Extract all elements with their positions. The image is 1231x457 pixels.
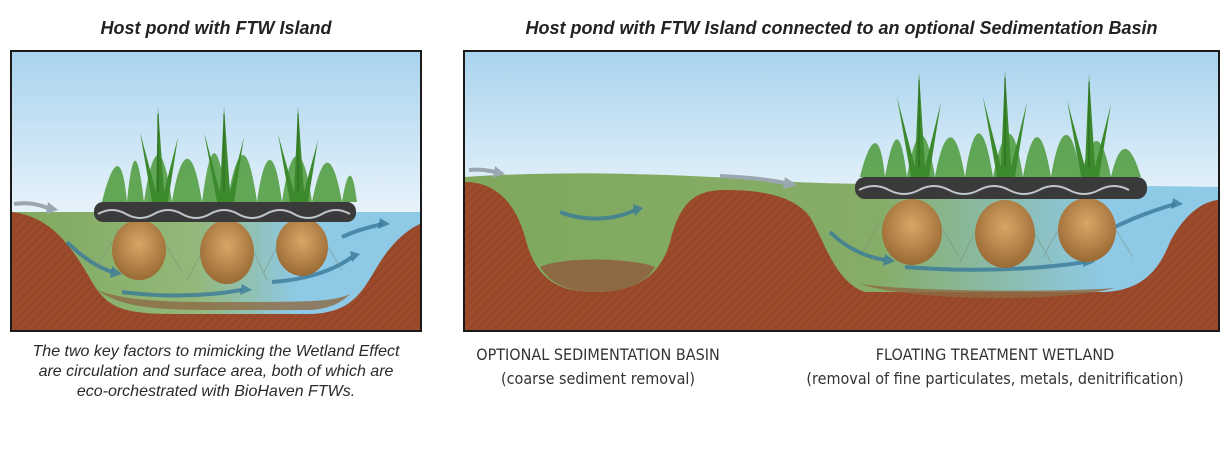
- caption-line: are circulation and surface area, both o…: [38, 363, 394, 380]
- caption-line: The two key factors to mimicking the Wet…: [32, 343, 400, 360]
- right-pond-illustration: [463, 50, 1220, 332]
- caption-line: eco-orchestrated with BioHaven FTWs.: [76, 383, 356, 400]
- wetland-title: FLOATING TREATMENT WETLAND: [875, 345, 1115, 364]
- root-mass: [862, 198, 1134, 268]
- left-pond-illustration: [10, 50, 422, 332]
- soil-bank: [465, 182, 1218, 330]
- left-panel-caption: The two key factors to mimicking the Wet…: [10, 342, 422, 402]
- soil-bank: [12, 212, 420, 330]
- root-mass: [96, 218, 343, 284]
- floating-mat: [94, 202, 356, 222]
- floating-mat: [855, 177, 1147, 199]
- floating-wetland-label: FLOATING TREATMENT WETLAND (removal of f…: [784, 343, 1207, 391]
- circulation-arrows: [559, 202, 1176, 272]
- sedimentation-basin-label: OPTIONAL SEDIMENTATION BASIN (coarse sed…: [463, 343, 733, 391]
- wetland-grass: [860, 70, 1141, 177]
- sedimentation-title: OPTIONAL SEDIMENTATION BASIN: [476, 345, 720, 364]
- inflow-arrow: [13, 201, 58, 214]
- inflow-arrows: [468, 167, 786, 185]
- wetland-grass: [102, 107, 357, 202]
- wetland-subtitle: (removal of fine particulates, metals, d…: [806, 369, 1184, 388]
- sedimentation-subtitle: (coarse sediment removal): [500, 369, 696, 388]
- circulation-arrows: [65, 222, 383, 298]
- left-panel-title: Host pond with FTW Island: [100, 18, 332, 38]
- right-panel-title: Host pond with FTW Island connected to a…: [525, 18, 1158, 38]
